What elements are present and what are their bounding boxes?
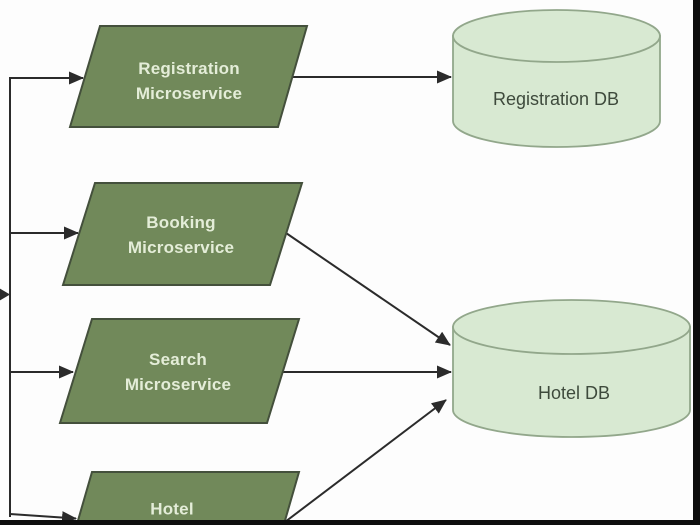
cylinder-top xyxy=(452,9,661,63)
node-registration-db xyxy=(452,9,661,148)
connector-booking-to-hoteldb xyxy=(285,232,451,346)
letterbox-right xyxy=(693,0,700,525)
connector-hotel-to-hoteldb xyxy=(280,399,447,525)
cylinder-top xyxy=(452,299,691,355)
node-hotel-db xyxy=(452,299,691,438)
connectors xyxy=(0,70,452,525)
node-registration-microservice xyxy=(68,25,309,128)
letterbox-bottom xyxy=(0,520,700,525)
cylinder-body xyxy=(452,35,661,148)
cylinder-body xyxy=(452,326,691,438)
node-hotel-microservice xyxy=(75,471,301,525)
connector-trunk-to-hotel xyxy=(9,511,77,525)
node-booking-microservice xyxy=(61,182,304,286)
connector-trunk-to-registration xyxy=(9,71,84,517)
node-search-microservice xyxy=(58,318,301,424)
incoming-arrowhead-icon xyxy=(0,288,10,301)
